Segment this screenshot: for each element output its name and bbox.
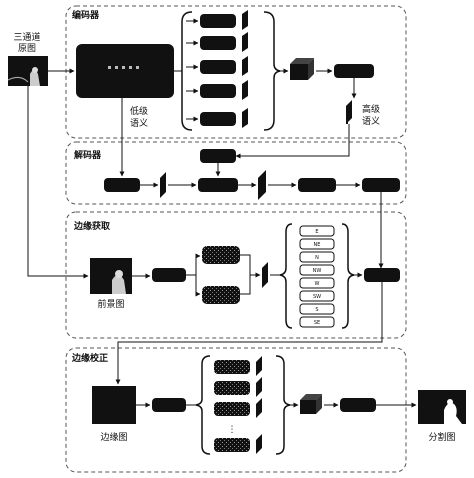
edge-map-label: 边缘图 (100, 431, 127, 443)
correct-conv-out (340, 398, 376, 412)
low-level-label-1: 低级 (130, 105, 148, 117)
encoder-title: 编码器 (72, 9, 100, 21)
decoder-feature-2 (258, 170, 266, 200)
encoder-conv (334, 64, 374, 78)
decoder-conv-out (298, 178, 336, 192)
concat-feature (290, 58, 314, 80)
svg-text:NW: NW (313, 268, 322, 274)
direction-boxes: E NE N NW W SW S SE (299, 225, 335, 328)
svg-text:N: N (315, 255, 319, 261)
high-level-label-1: 高级 (362, 103, 380, 115)
encoder-bracket-left (181, 11, 193, 131)
correct-ellipsis: ⋮ (228, 425, 237, 435)
edge-conv-1 (152, 268, 186, 282)
aspp-branches (200, 10, 248, 128)
input-image (7, 56, 48, 86)
correct-conv-1 (152, 398, 186, 412)
decoder-output (362, 178, 400, 192)
segmentation-image (418, 390, 466, 424)
edge-correct-section (65, 347, 407, 473)
decoder-upsample (200, 149, 236, 163)
edge-extract-section (65, 211, 407, 339)
correct-branches: ⋮ (214, 356, 262, 454)
svg-text:NE: NE (314, 242, 321, 248)
decoder-feature-1 (160, 172, 166, 198)
edge-extract-output (364, 268, 400, 282)
foreground-label: 前景图 (97, 298, 124, 310)
foreground-image (90, 258, 132, 294)
decoder-concat (198, 178, 238, 192)
edge-map-image (92, 386, 136, 424)
decoder-conv-low (104, 178, 140, 192)
edge-branch-2 (202, 286, 240, 304)
svg-text:SE: SE (314, 320, 320, 326)
svg-text:E: E (315, 229, 318, 235)
decoder-section (65, 141, 407, 205)
low-level-label-2: 语义 (130, 118, 148, 129)
svg-text:W: W (315, 281, 320, 287)
backbone-block (76, 44, 174, 98)
encoder-bracket-right (263, 11, 281, 131)
backbone-dots (108, 66, 139, 69)
edge-branch-1 (202, 246, 240, 264)
correct-concat-feature (300, 394, 322, 414)
high-level-label-2: 语义 (362, 116, 380, 127)
segmentation-label: 分割图 (428, 431, 455, 443)
correct-bracket-left (195, 355, 211, 455)
input-label-line1: 三通道 (13, 31, 40, 43)
svg-text:S: S (315, 307, 318, 313)
correct-bracket-right (275, 355, 291, 455)
edge-extract-title: 边缘获取 (73, 220, 111, 232)
edge-correct-title: 边缘校正 (71, 352, 108, 364)
edge-feature (262, 262, 268, 288)
input-label-line2: 原图 (18, 43, 36, 54)
decoder-title: 解码器 (74, 149, 102, 161)
svg-text:SW: SW (313, 294, 321, 300)
encoder-section (65, 5, 407, 139)
